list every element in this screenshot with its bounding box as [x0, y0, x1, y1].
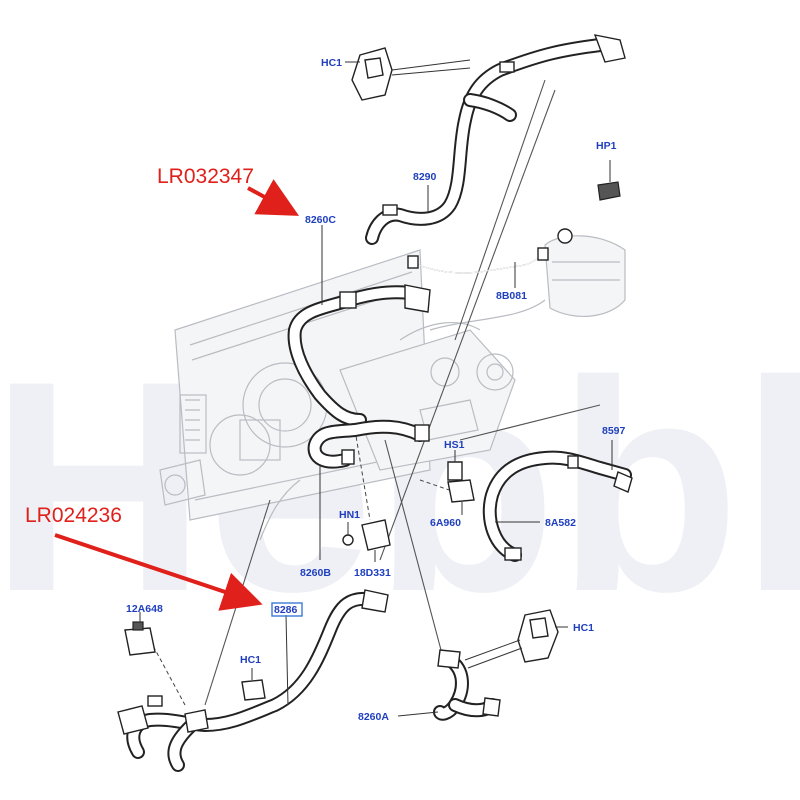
hc1-right-clip[interactable]	[464, 609, 559, 669]
guide-line-5	[384, 439, 446, 666]
hose-8290[interactable]	[365, 34, 626, 245]
hp1-clip[interactable]	[597, 160, 621, 201]
leader-8260a	[397, 711, 439, 717]
hose-8286[interactable]	[117, 589, 389, 772]
radiator-assembly	[159, 249, 431, 521]
label-8b081: 8B081	[496, 290, 527, 302]
hn1-bolt[interactable]	[342, 522, 354, 546]
label-hn1: HN1	[339, 509, 360, 521]
hose-8260c[interactable]	[287, 284, 431, 427]
hose-8a582[interactable]	[482, 450, 633, 562]
guide-dash-2	[149, 639, 186, 706]
bracket-6a960[interactable]	[447, 479, 475, 515]
guide-line-1	[379, 89, 556, 561]
label-hp1: HP1	[596, 140, 617, 152]
label-8260a: 8260A	[358, 711, 389, 723]
guide-dash-1	[354, 429, 371, 521]
label-6a960: 6A960	[430, 517, 461, 529]
label-8260c: 8260C	[305, 214, 336, 226]
label-hc1-top: HC1	[321, 57, 342, 69]
label-8a582: 8A582	[545, 517, 576, 529]
arrow-upper-ref	[247, 179, 300, 216]
guide-line-3	[459, 404, 601, 441]
label-8597: 8597	[602, 425, 626, 437]
highlight-box-8286	[271, 602, 303, 617]
label-hs1: HS1	[444, 439, 465, 451]
label-hc1-right: HC1	[573, 622, 594, 634]
hose-8260b[interactable]	[307, 419, 430, 560]
hc1-mid-clip[interactable]	[241, 668, 266, 701]
label-12a648: 12A648	[126, 603, 163, 615]
sensor-12a648[interactable]	[124, 612, 156, 656]
hose-8260a[interactable]	[433, 649, 501, 721]
guide-line-2	[454, 79, 546, 341]
reference-lower: LR024236	[25, 504, 122, 527]
arrow-lower-ref	[54, 533, 263, 611]
label-18d331: 18D331	[354, 567, 391, 579]
hs1-clip[interactable]	[447, 450, 463, 481]
expansion-tank	[544, 228, 626, 318]
engine-block	[339, 321, 516, 471]
label-8260b: 8260B	[300, 567, 331, 579]
label-8286: 8286	[274, 604, 298, 616]
label-8290: 8290	[413, 171, 437, 183]
pipe-8b081[interactable]	[407, 247, 549, 274]
label-hc1-mid: HC1	[240, 654, 261, 666]
bracket-18d331[interactable]	[361, 519, 391, 562]
reference-upper: LR032347	[157, 165, 254, 188]
hc1-top-clip[interactable]	[351, 47, 471, 101]
